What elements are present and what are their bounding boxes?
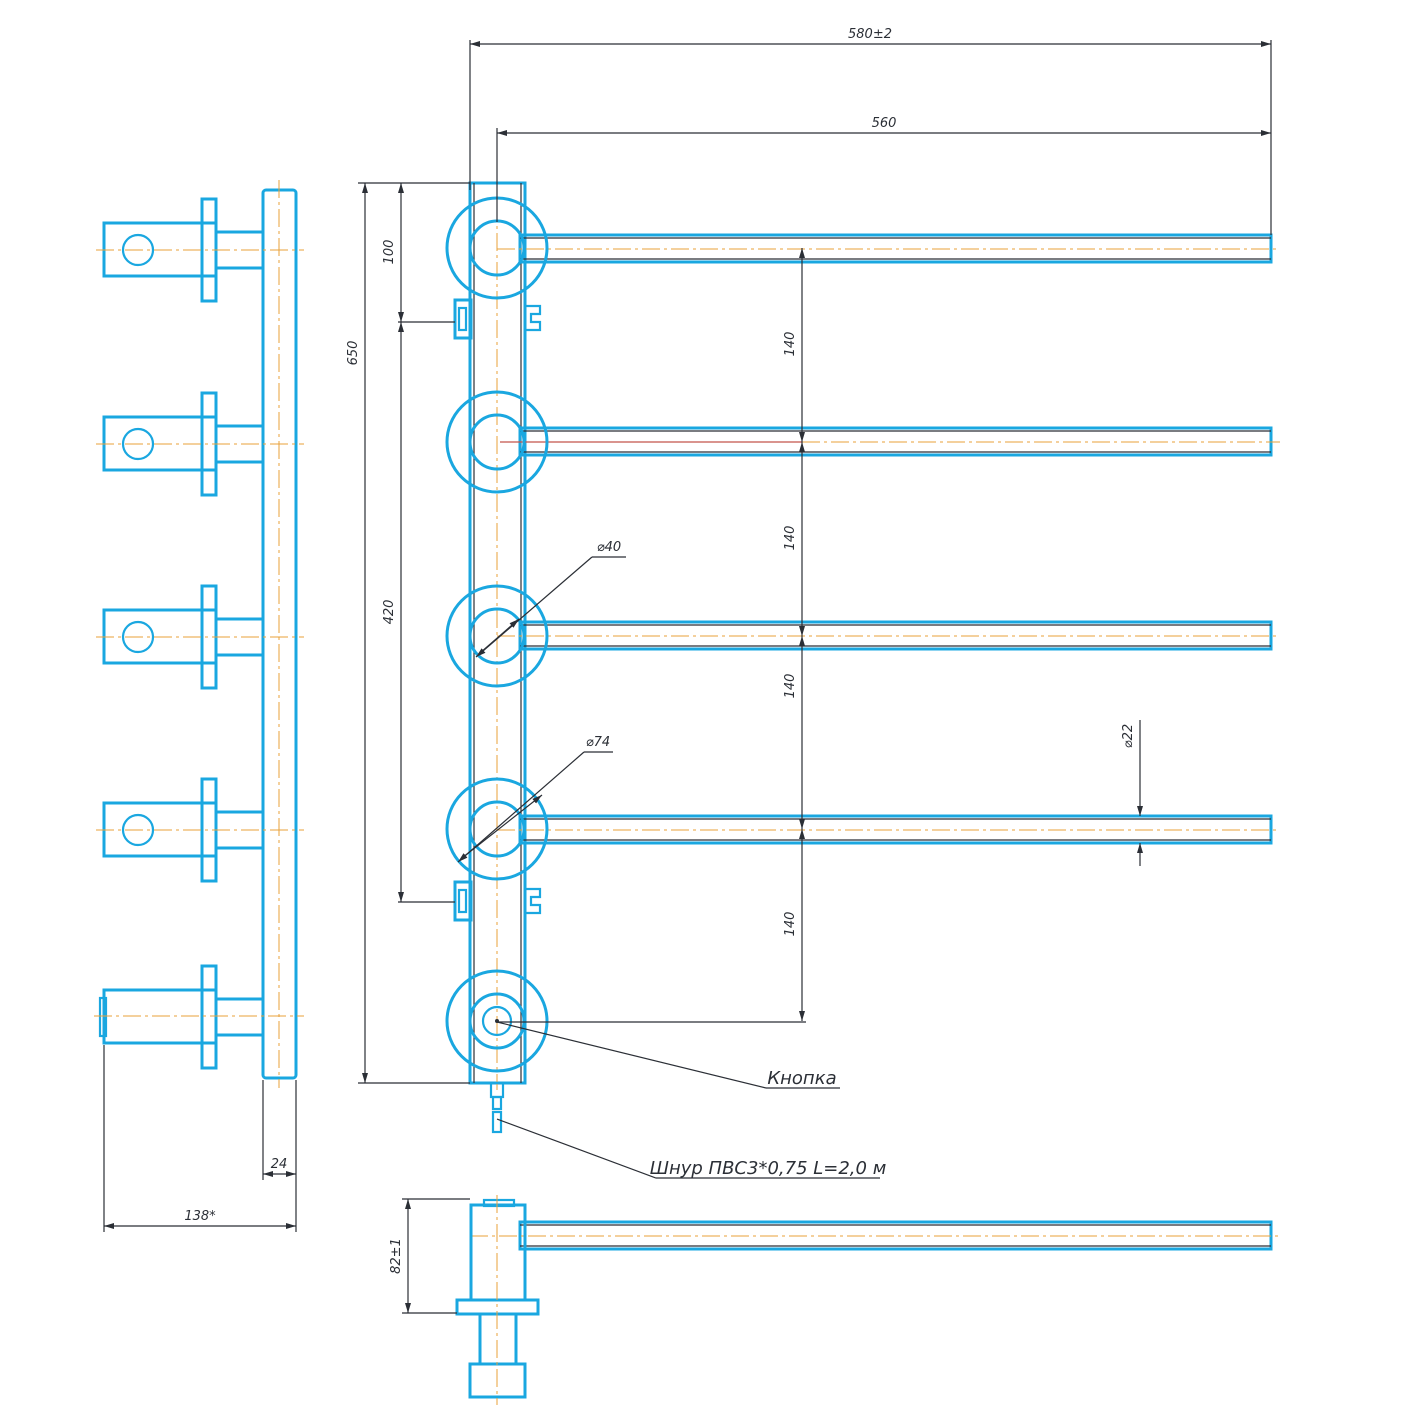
callout-cable: Шнур ПВС3*0,75 L=2,0 м bbox=[650, 1158, 887, 1179]
dim-overall-height: 650 bbox=[346, 341, 361, 366]
dim-collar-inner-dia: ⌀40 bbox=[597, 540, 621, 555]
rod-2 bbox=[500, 426, 1280, 457]
callout-button: Кнопка bbox=[767, 1068, 836, 1089]
side-view bbox=[94, 180, 304, 1232]
front-dimensions bbox=[358, 40, 1272, 1179]
dim-pitch-4: 140 bbox=[783, 912, 798, 937]
side-dimensions bbox=[103, 1045, 297, 1232]
dim-bottom-height: 82±1 bbox=[389, 1238, 404, 1274]
side-mount-1 bbox=[96, 197, 304, 303]
side-mount-4 bbox=[96, 777, 304, 883]
dim-collar-outer-dia: ⌀74 bbox=[586, 735, 610, 750]
bracket-lower bbox=[453, 880, 542, 922]
collar-4 bbox=[445, 777, 549, 881]
cable-outlet bbox=[489, 1081, 505, 1134]
dim-wall-gap: 24 bbox=[271, 1157, 288, 1172]
dim-pitch-3: 140 bbox=[783, 674, 798, 699]
collar-2 bbox=[445, 390, 549, 494]
dim-side-depth: 138* bbox=[184, 1209, 216, 1224]
dim-mount-spacing: 420 bbox=[382, 600, 397, 625]
dim-rod-length: 560 bbox=[872, 116, 897, 131]
rod-3 bbox=[497, 620, 1280, 651]
dim-rod-dia: ⌀22 bbox=[1121, 724, 1136, 748]
dim-pitch-2: 140 bbox=[783, 526, 798, 551]
collar-5-button bbox=[445, 969, 549, 1073]
bracket-upper bbox=[453, 298, 542, 340]
front-view bbox=[358, 40, 1280, 1179]
dim-top-offset: 100 bbox=[382, 240, 397, 265]
bottom-view bbox=[402, 1195, 1280, 1405]
rod-1 bbox=[497, 233, 1280, 264]
dim-pitch-1: 140 bbox=[783, 332, 798, 357]
rod-4 bbox=[497, 814, 1280, 845]
side-mount-2 bbox=[96, 391, 304, 497]
collar-3 bbox=[445, 584, 549, 688]
dim-overall-length: 580±2 bbox=[848, 27, 892, 42]
side-mount-3 bbox=[96, 584, 304, 690]
side-mount-5-heater bbox=[94, 964, 304, 1070]
